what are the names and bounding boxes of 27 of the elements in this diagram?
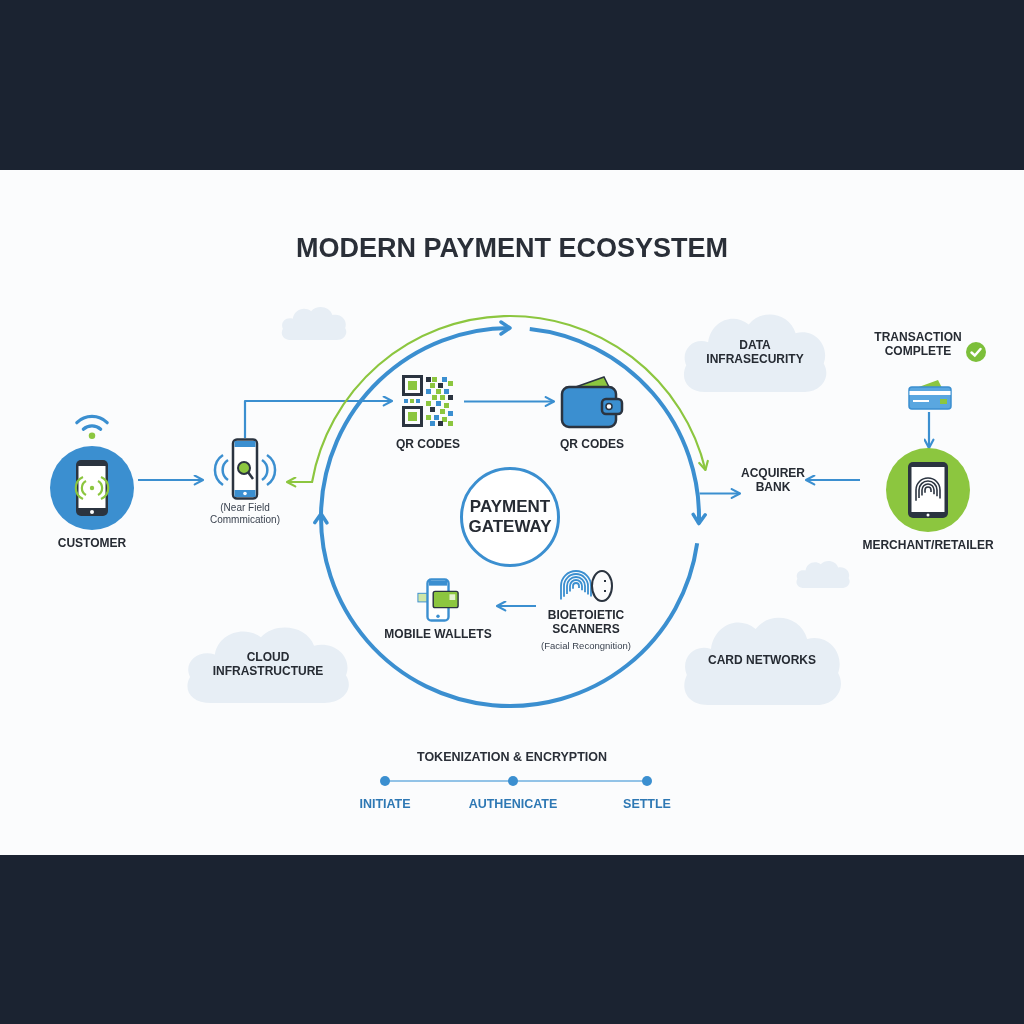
node-label: (Near Field Commmication) [209,502,281,526]
node-label: CUSTOMER [57,536,127,550]
arrow [138,474,205,486]
node-label: PAYMENT GATEWAY [467,497,553,537]
arrow [495,600,536,612]
node-label: CLOUD INFRASTRUCTURE [212,650,324,678]
node-label: BIOETOIETIC SCANNERS [546,608,626,636]
step-label: SETTLE [623,797,671,812]
arrow [243,395,394,438]
node-sublabel: (Facial Recongnition) [541,640,631,652]
node-label: TRANSACTION COMPLETE [873,330,963,358]
arrow [699,488,742,499]
diagram-title: MODERN PAYMENT ECOSYSTEM [295,232,729,264]
node-label: CARD NETWORKS [708,653,816,667]
node-label: QR CODES [560,437,624,451]
node-label: DATA INFRASECURITY [705,338,805,366]
section-heading: TOKENIZATION & ENCRYPTION [416,750,608,765]
node-label: MOBILE WALLETS [384,627,492,641]
node-label: MERCHANT/RETAILER [862,538,994,552]
arrow [923,412,935,450]
arrow [804,474,860,486]
step-label: INITIATE [359,797,411,812]
node-label: ACQUIRER BANK [740,466,806,494]
arrow [285,315,709,488]
node-label: QR CODES [396,437,460,451]
arrow [464,396,556,407]
step-label: AUTHENICATE [468,797,558,812]
